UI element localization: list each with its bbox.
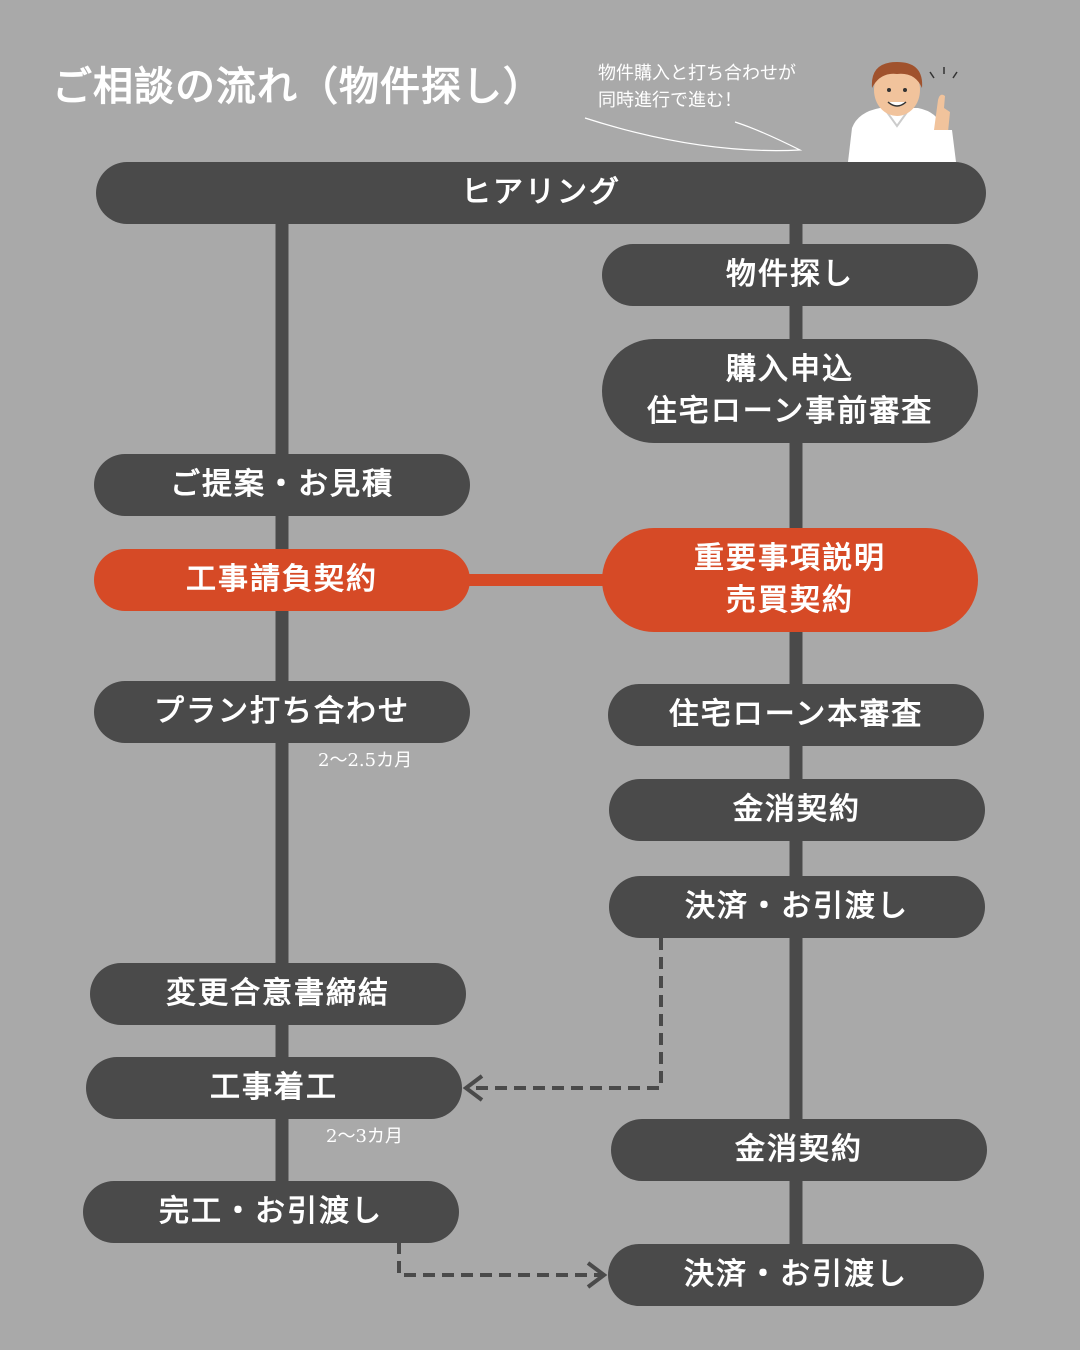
sales-contract-line-1: 重要事項説明	[694, 541, 886, 576]
property-search-step: 物件探し	[602, 244, 978, 306]
change-agreement-step: 変更合意書締結	[90, 963, 466, 1025]
plan-meeting-step: プラン打ち合わせ	[94, 681, 470, 743]
plan-duration-note: 2～2.5カ月	[318, 750, 413, 771]
settlement-label-2: 決済・お引渡し	[684, 1257, 908, 1292]
settlement-step-2: 決済・お引渡し	[608, 1244, 984, 1306]
speech-bubble-outline	[584, 117, 803, 152]
sales-contract-step: 重要事項説明 売買契約	[602, 528, 978, 632]
proposal-step: ご提案・お見積	[94, 454, 470, 516]
loan-review-label: 住宅ローン本審査	[668, 697, 924, 732]
purchase-application-line-1: 購入申込	[726, 352, 854, 387]
completion-label: 完工・お引渡し	[159, 1194, 383, 1229]
build-duration-note: 2～3カ月	[326, 1126, 403, 1147]
hearing-step: ヒアリング	[96, 162, 986, 224]
loan-contract-step-1: 金消契約	[609, 779, 985, 841]
bubble-line-1: 物件購入と打ち合わせが	[598, 63, 796, 84]
loan-contract-label-2: 金消契約	[735, 1132, 863, 1167]
loan-contract-label-1: 金消契約	[733, 792, 861, 827]
change-agreement-label: 変更合意書締結	[166, 976, 390, 1011]
construction-contract-label: 工事請負契約	[186, 562, 378, 597]
construction-start-step: 工事着工	[86, 1057, 462, 1119]
settlement-step-1: 決済・お引渡し	[609, 876, 985, 938]
plan-meeting-label: プラン打ち合わせ	[154, 694, 410, 729]
loan-contract-step-2: 金消契約	[611, 1119, 987, 1181]
bubble-line-2: 同時進行で進む！	[598, 90, 742, 111]
proposal-label: ご提案・お見積	[170, 467, 394, 502]
page-title: ご相談の流れ（物件探し）	[52, 63, 544, 110]
completion-step: 完工・お引渡し	[83, 1181, 459, 1243]
settlement-to-start-arrow	[468, 938, 663, 1090]
settlement-label-1: 決済・お引渡し	[685, 889, 909, 924]
hearing-label: ヒアリング	[461, 175, 621, 210]
purchase-application-step: 購入申込 住宅ローン事前審査	[602, 339, 978, 443]
property-search-label: 物件探し	[726, 257, 854, 292]
completion-to-settlement-arrow	[397, 1242, 602, 1277]
loan-review-step: 住宅ローン本審査	[608, 684, 984, 746]
sales-contract-line-2: 売買契約	[726, 583, 854, 618]
construction-contract-step: 工事請負契約	[94, 549, 470, 611]
speech-bubble-text: 物件購入と打ち合わせが 同時進行で進む！	[598, 60, 796, 114]
consultant-illustration-icon	[848, 62, 958, 162]
construction-start-label: 工事着工	[210, 1070, 338, 1105]
purchase-application-line-2: 住宅ローン事前審査	[646, 394, 934, 429]
